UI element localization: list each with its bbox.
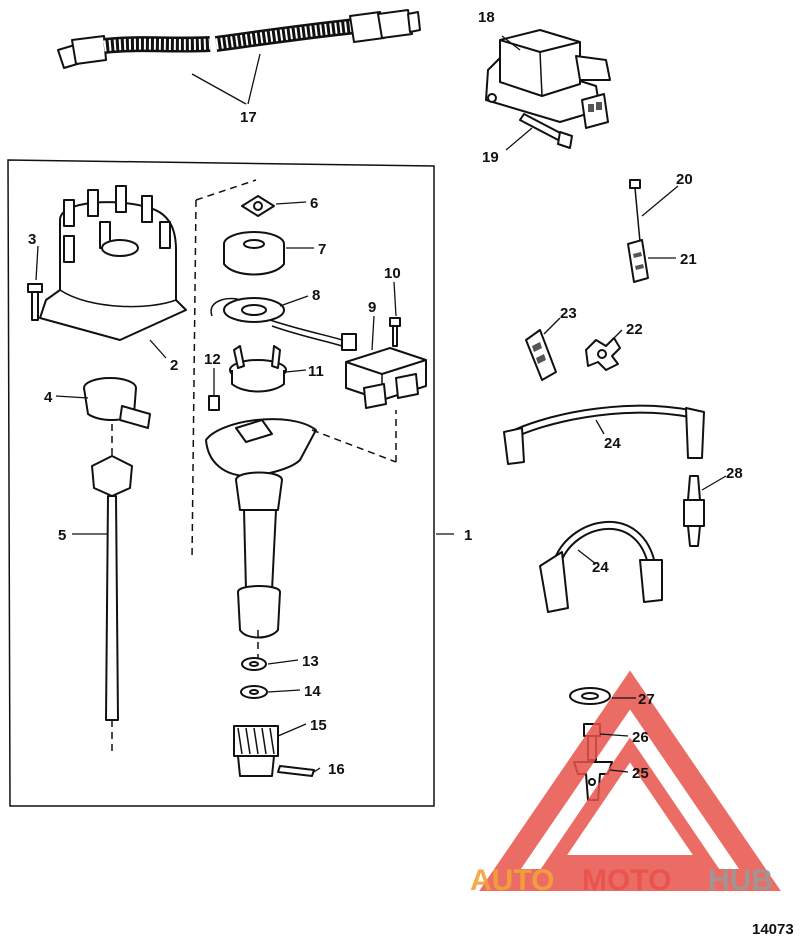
label-2: 2 <box>170 357 178 374</box>
label-19: 19 <box>482 149 499 166</box>
part-15-gear <box>233 725 279 777</box>
watermark-auto: AUTO <box>470 864 554 897</box>
label-22: 22 <box>626 321 643 338</box>
label-15: 15 <box>310 717 327 734</box>
part-18-ignition-coil <box>485 29 611 129</box>
label-20: 20 <box>676 171 693 188</box>
label-26: 26 <box>632 729 649 746</box>
label-14: 14 <box>304 683 321 700</box>
label-24b: 24 <box>592 559 609 576</box>
label-13: 13 <box>302 653 319 670</box>
assembly-outline-dashes <box>191 179 397 561</box>
part-4-rotor <box>83 377 151 429</box>
label-8: 8 <box>312 287 320 304</box>
label-3: 3 <box>28 231 36 248</box>
distributor-housing <box>205 418 317 662</box>
label-16: 16 <box>328 761 345 778</box>
part-16-roll-pin <box>277 765 315 777</box>
label-4: 4 <box>44 389 53 406</box>
part-19-bolt <box>519 113 573 149</box>
watermark-moto: MOTO <box>582 864 671 897</box>
distributor-assembly-frame <box>7 159 435 807</box>
automotohub-watermark-text: AUTO MOTO HUB <box>470 864 773 897</box>
leader-lines <box>35 35 727 773</box>
label-12: 12 <box>204 351 221 368</box>
part-28-spark-plug <box>683 475 705 547</box>
part-5-shaft <box>91 424 133 756</box>
part-27-washer <box>569 687 611 705</box>
label-10: 10 <box>384 265 401 282</box>
part-24-spark-plug-wire-upper <box>503 404 705 465</box>
part-3-screw <box>27 283 43 321</box>
part-7-shield <box>223 231 285 276</box>
label-27: 27 <box>638 691 655 708</box>
label-21: 21 <box>680 251 697 268</box>
part-10-screw <box>389 317 401 347</box>
part-24-spark-plug-wire-lower <box>539 521 663 613</box>
watermark-hub: HUB <box>708 864 773 897</box>
part-13-washer <box>241 657 267 671</box>
part-14-washer <box>240 685 268 699</box>
label-28: 28 <box>726 465 743 482</box>
part-2-distributor-cap <box>39 185 187 341</box>
part-21-clip <box>627 239 649 283</box>
label-7: 7 <box>318 241 326 258</box>
part-8-pickup-coil <box>210 297 357 351</box>
label-1: 1 <box>464 527 472 544</box>
part-17-wire-harness <box>57 9 421 69</box>
label-24a: 24 <box>604 435 621 452</box>
label-11: 11 <box>308 363 324 380</box>
reference-number: 14073 <box>752 921 794 938</box>
label-25: 25 <box>632 765 649 782</box>
label-17: 17 <box>240 109 257 126</box>
part-20-screw <box>629 179 641 243</box>
label-23: 23 <box>560 305 577 322</box>
callout-labels: 1 2 3 4 5 6 7 8 9 10 11 12 13 14 15 16 1… <box>28 9 743 782</box>
label-18: 18 <box>478 9 495 26</box>
part-9-ignition-module <box>345 347 427 409</box>
part-12-pin <box>208 395 220 411</box>
part-6-gasket <box>241 195 275 217</box>
label-6: 6 <box>310 195 318 212</box>
part-11-retainer <box>229 345 287 393</box>
automotohub-logo-icon <box>479 670 781 891</box>
label-9: 9 <box>368 299 376 316</box>
part-23-wire-clip <box>525 329 557 381</box>
part-22-clip <box>585 337 621 371</box>
label-5: 5 <box>58 527 66 544</box>
